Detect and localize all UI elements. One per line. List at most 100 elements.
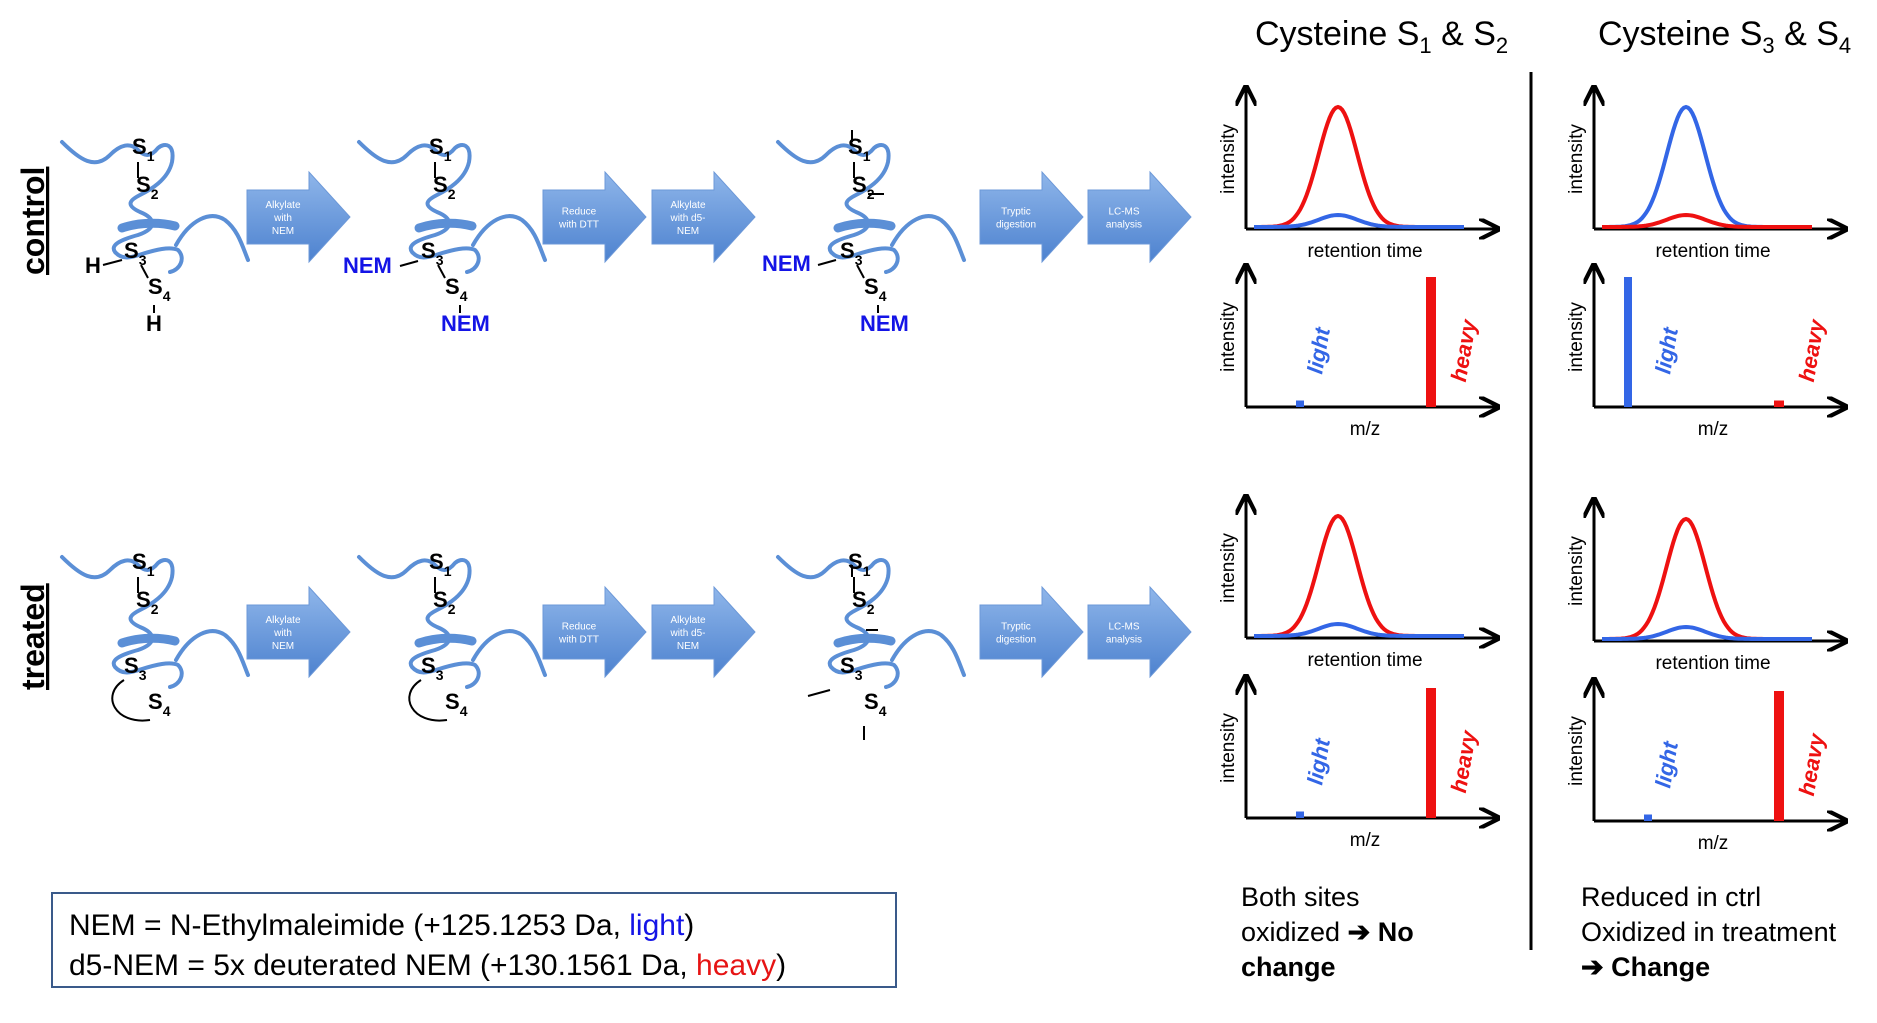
arrow-label: Reduce bbox=[562, 622, 597, 633]
x-axis-label: retention time bbox=[1655, 653, 1770, 674]
arrow-label: analysis bbox=[1106, 220, 1142, 231]
bar-light bbox=[1624, 277, 1632, 407]
caption-s1-s2: Both sites oxidized ➔ No change bbox=[1241, 882, 1414, 982]
caption-s3-s4: Reduced in ctrl Oxidized in treatment ➔ … bbox=[1581, 882, 1837, 982]
protein-backbone bbox=[60, 555, 184, 689]
bar-light bbox=[1644, 814, 1652, 821]
y-axis-label: intensity bbox=[1218, 713, 1239, 783]
protein-backbone bbox=[60, 140, 184, 274]
adduct-label: NEM bbox=[762, 251, 811, 276]
label-heavy: heavy bbox=[1446, 727, 1482, 795]
label-heavy: heavy bbox=[1794, 316, 1830, 384]
adduct-label: NEM bbox=[441, 311, 490, 336]
y-axis-label: intensity bbox=[1218, 124, 1239, 194]
row-label-control: control bbox=[15, 167, 51, 275]
arrow-alkylate-d5nem-treated: Alkylate with d5- NEM bbox=[651, 585, 756, 679]
label-light: light bbox=[1302, 735, 1335, 787]
arrow-label: NEM bbox=[677, 641, 699, 652]
legend-nem: NEM = N-Ethylmaleimide (+125.1253 Da, li… bbox=[69, 909, 695, 942]
residue-label: S3 bbox=[421, 238, 444, 268]
arrow-label: Alkylate bbox=[670, 200, 705, 211]
arrow-label: with DTT bbox=[558, 220, 599, 231]
bar-heavy bbox=[1426, 688, 1436, 818]
bar-heavy bbox=[1774, 691, 1784, 821]
y-axis-label: intensity bbox=[1218, 302, 1239, 372]
x-axis-label: m/z bbox=[1698, 833, 1729, 854]
residue-label: S1 bbox=[429, 134, 452, 164]
legend-d5nem: d5-NEM = 5x deuterated NEM (+130.1561 Da… bbox=[69, 949, 787, 982]
series-light bbox=[1602, 624, 1812, 641]
arrow-label: Tryptic bbox=[1001, 622, 1031, 633]
protein-backbone bbox=[776, 555, 900, 689]
arrow-label: with d5- bbox=[669, 628, 705, 639]
arrow-label: with DTT bbox=[558, 635, 599, 646]
arrow-label: with bbox=[273, 628, 292, 639]
legend-box: NEM = N-Ethylmaleimide (+125.1253 Da, li… bbox=[51, 892, 897, 988]
residue-label: S4 bbox=[445, 274, 468, 304]
label-light: light bbox=[1302, 324, 1335, 376]
series-heavy bbox=[1254, 513, 1464, 638]
bar-heavy bbox=[1426, 277, 1436, 407]
arrow-label: with d5- bbox=[669, 213, 705, 224]
adduct-label: H bbox=[85, 253, 101, 278]
residue-label: S1 bbox=[429, 549, 452, 579]
residue-label: S4 bbox=[445, 689, 468, 719]
label-light: light bbox=[1650, 324, 1683, 376]
label-light: light bbox=[1650, 738, 1683, 790]
residue-label: S1 bbox=[132, 549, 155, 579]
chromatogram-control-s1s2: intensity retention time bbox=[1218, 89, 1496, 262]
arrow-label: Alkylate bbox=[670, 615, 705, 626]
x-axis-label: retention time bbox=[1655, 241, 1770, 262]
adduct-label: H bbox=[146, 311, 162, 336]
arrow-label: Alkylate bbox=[265, 200, 300, 211]
protein-backbone bbox=[357, 555, 481, 689]
row-label-treated: treated bbox=[15, 583, 51, 690]
x-axis-label: retention time bbox=[1307, 650, 1422, 671]
residue-label: S2 bbox=[136, 172, 159, 202]
series-heavy bbox=[1602, 212, 1812, 229]
arrow-label: LC-MS bbox=[1108, 207, 1139, 218]
adduct-label: NEM bbox=[343, 253, 392, 278]
bar-heavy bbox=[1774, 400, 1784, 407]
x-axis-label: m/z bbox=[1698, 419, 1729, 440]
residue-label: S2 bbox=[433, 587, 456, 617]
series-light bbox=[1602, 104, 1812, 229]
chromatogram-control-s3s4: intensity retention time bbox=[1566, 89, 1844, 262]
residue-label: S1 bbox=[132, 134, 155, 164]
residue-label: S2 bbox=[852, 587, 875, 617]
header-cysteine-s3-s4: Cysteine S3 & S4 bbox=[1598, 15, 1851, 58]
bar-light bbox=[1296, 811, 1304, 818]
arrow-lcms-analysis-control: LC-MS analysis bbox=[1087, 170, 1192, 264]
residue-label: S3 bbox=[421, 653, 444, 683]
arrow-reduce-dtt-treated: Reduce with DTT bbox=[542, 585, 647, 679]
x-axis-label: retention time bbox=[1307, 241, 1422, 262]
residue-label: S3 bbox=[124, 238, 147, 268]
arrow-label: Tryptic bbox=[1001, 207, 1031, 218]
series-light bbox=[1254, 621, 1464, 638]
label-heavy: heavy bbox=[1446, 316, 1482, 384]
y-axis-label: intensity bbox=[1218, 533, 1239, 603]
residue-label: S3 bbox=[124, 653, 147, 683]
y-axis-label: intensity bbox=[1566, 124, 1587, 194]
residue-label: S3 bbox=[840, 653, 863, 683]
header-cysteine-s1-s2: Cysteine S1 & S2 bbox=[1255, 15, 1508, 58]
residue-label: S4 bbox=[864, 274, 887, 304]
